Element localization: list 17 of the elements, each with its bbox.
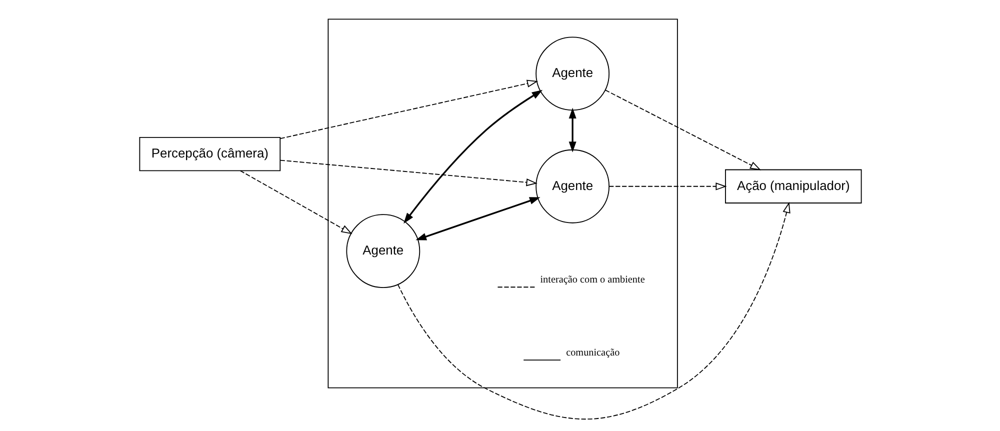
node-circle: Agente [346,214,420,288]
legend-label: interação com o ambiente [540,274,644,286]
arrow [403,90,542,224]
arrow [568,108,576,152]
arrow [608,182,726,190]
arrow [239,170,352,234]
node-box: Percepção (câmera) [138,136,280,172]
arrow [604,90,761,170]
node-box: Ação (manipulador) [724,169,862,204]
legend-label: comunicação [566,347,620,358]
arrow [397,202,790,420]
cluster [327,18,678,388]
arrow [279,160,537,186]
node-circle: Agente [535,149,610,224]
node-circle: Agente [535,36,610,111]
arrow [415,197,540,240]
arrow [279,80,538,140]
